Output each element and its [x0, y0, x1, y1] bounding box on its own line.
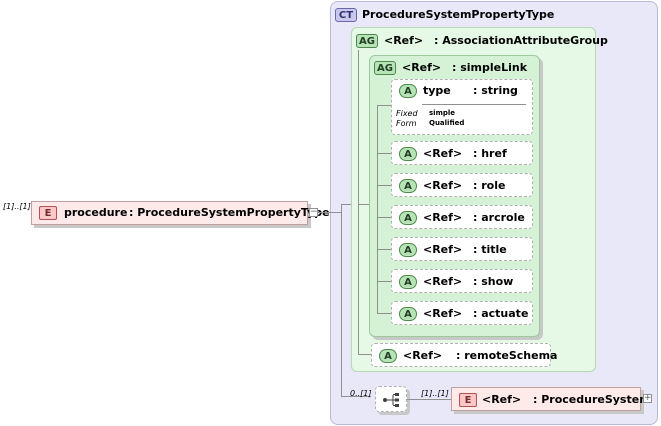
- remote-schema-ref: <Ref>: [403, 349, 443, 362]
- child-occurs-label: [1]..[1]: [421, 389, 449, 398]
- attribute-ref-type: : actuate: [473, 307, 529, 320]
- attribute-role[interactable]: A <Ref> : role: [391, 173, 533, 197]
- sequence-compositor-icon: [383, 393, 399, 407]
- attribute-ref-type: : arcrole: [473, 211, 525, 224]
- attribute-ref-type: : show: [473, 275, 514, 288]
- attribute-group-badge-icon: AG: [356, 34, 378, 48]
- sequence-compositor[interactable]: [375, 386, 407, 412]
- attribute-badge-icon: A: [399, 243, 417, 257]
- attribute-show[interactable]: A <Ref> : show: [391, 269, 533, 293]
- attribute-actuate[interactable]: A <Ref> : actuate: [391, 301, 533, 325]
- attribute-href[interactable]: A <Ref> : href: [391, 141, 533, 165]
- simple-link-type: : simpleLink: [452, 61, 528, 74]
- attribute-badge-icon: A: [399, 84, 417, 98]
- attribute-ref: <Ref>: [423, 179, 463, 192]
- attribute-badge-icon: A: [379, 349, 397, 363]
- child-element-type: : ProcedureSystem: [533, 393, 651, 406]
- attribute-badge-icon: A: [399, 179, 417, 193]
- complex-type-name: ProcedureSystemPropertyType: [362, 8, 555, 21]
- attribute-badge-icon: A: [399, 307, 417, 321]
- form-label: Form: [396, 119, 417, 128]
- remote-schema-type: : remoteSchema: [456, 349, 558, 362]
- root-element-procedure[interactable]: E procedure : ProcedureSystemPropertyTyp…: [31, 201, 330, 225]
- attribute-ref: <Ref>: [423, 147, 463, 160]
- attribute-arcrole[interactable]: A <Ref> : arcrole: [391, 205, 533, 229]
- form-value: Qualified: [429, 119, 465, 127]
- element-badge-icon: E: [39, 206, 57, 220]
- child-element-procedure-system[interactable]: E <Ref> : ProcedureSystem: [451, 387, 651, 411]
- collapse-toggle-icon[interactable]: −: [309, 207, 318, 217]
- attribute-badge-icon: A: [399, 211, 417, 225]
- attribute-badge-icon: A: [399, 147, 417, 161]
- attribute-ref-type: : title: [473, 243, 507, 256]
- complex-type-badge-icon: CT: [335, 8, 357, 22]
- sequence-occurs-label: 0..[1]: [350, 389, 372, 398]
- assoc-group-type: : AssociationAttributeGroup: [434, 34, 608, 47]
- attribute-ref-type: : href: [473, 147, 507, 160]
- attribute-type[interactable]: A type : string Fixed simple Form Qualif…: [391, 79, 533, 135]
- attribute-ref: <Ref>: [423, 307, 463, 320]
- fixed-value: simple: [429, 109, 456, 117]
- attribute-ref: <Ref>: [423, 243, 463, 256]
- expand-toggle-icon[interactable]: +: [643, 393, 652, 403]
- attribute-badge-icon: A: [399, 275, 417, 289]
- child-element-ref: <Ref>: [482, 393, 522, 406]
- root-occurs-label: [1]..[1]: [3, 202, 31, 211]
- assoc-group-ref: <Ref>: [384, 34, 424, 47]
- attribute-remote-schema[interactable]: A <Ref> : remoteSchema: [371, 343, 557, 367]
- simple-link-ref: <Ref>: [402, 61, 442, 74]
- attribute-title[interactable]: A <Ref> : title: [391, 237, 533, 261]
- attribute-separator: [422, 104, 526, 105]
- simple-link-badge-icon: AG: [374, 61, 396, 75]
- attribute-ref: <Ref>: [423, 211, 463, 224]
- attribute-ref: <Ref>: [423, 275, 463, 288]
- attribute-type-datatype: : string: [473, 84, 518, 97]
- root-element-type: : ProcedureSystemPropertyType: [129, 206, 330, 219]
- attribute-ref-type: : role: [473, 179, 506, 192]
- element-badge-icon: E: [459, 393, 477, 407]
- root-element-name: procedure: [64, 206, 128, 219]
- attribute-type-name: type: [423, 84, 451, 97]
- fixed-label: Fixed: [396, 109, 418, 118]
